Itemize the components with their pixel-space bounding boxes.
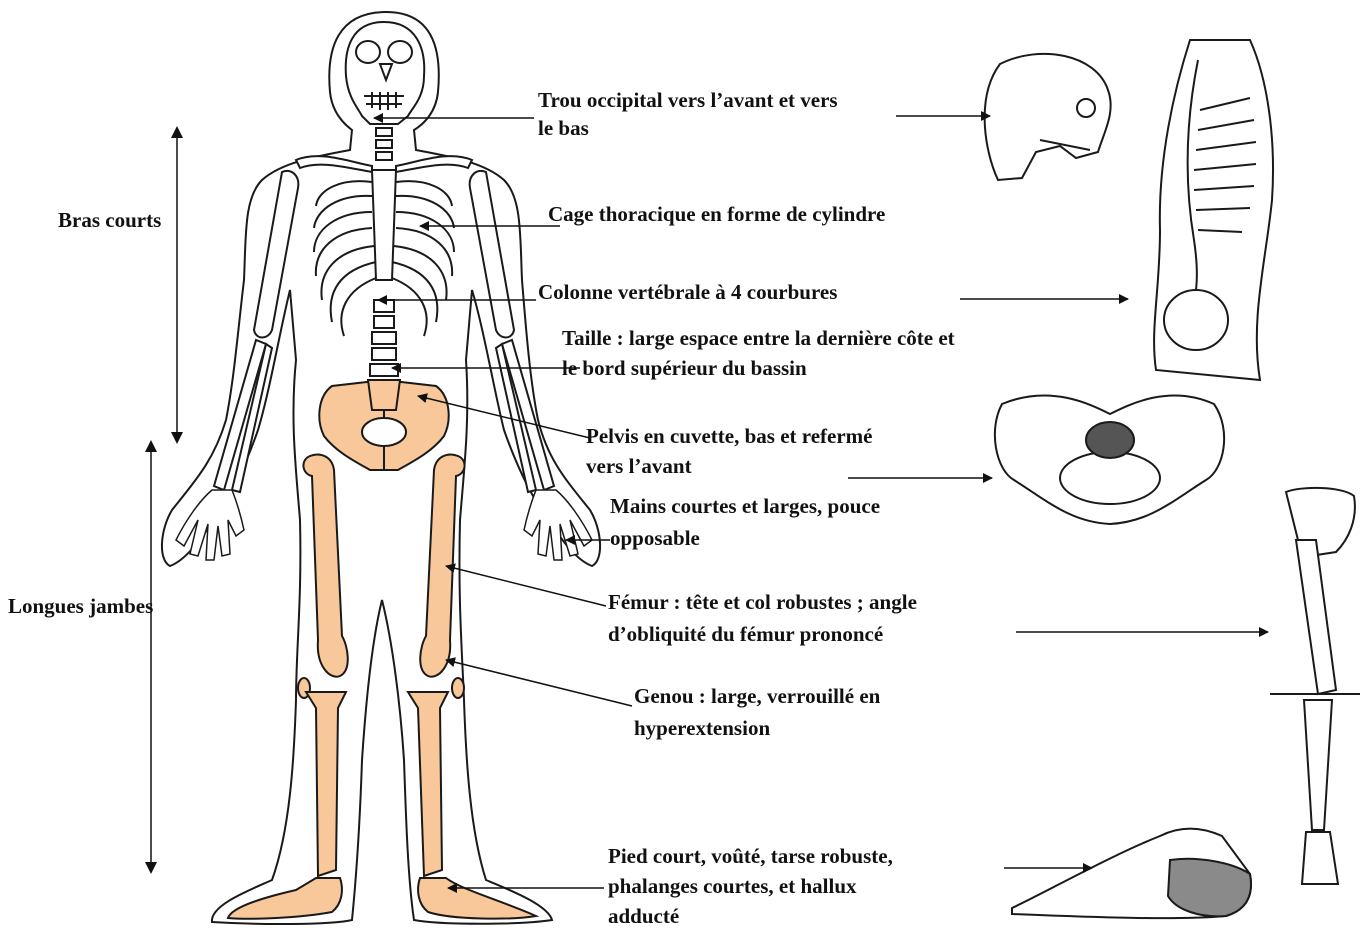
label-longues-jambes: Longues jambes	[8, 592, 153, 620]
label-cage-thoracique: Cage thoracique en forme de cylindre	[548, 200, 885, 228]
label-colonne: Colonne vertébrale à 4 courbures	[538, 278, 837, 306]
label-taille-line2: le bord supérieur du bassin	[562, 354, 807, 382]
leg-illustration	[1270, 488, 1360, 884]
hands	[176, 490, 592, 560]
label-genou-line1: Genou : large, verrouillé en	[634, 682, 880, 710]
skull	[346, 22, 425, 124]
label-pelvis-line2: vers l’avant	[586, 452, 692, 480]
label-femur-line1: Fémur : tête et col robustes ; angle	[608, 588, 917, 616]
label-pelvis-line1: Pelvis en cuvette, bas et refermé	[586, 422, 873, 450]
label-pied-line3: adducté	[608, 902, 679, 930]
label-bras-courts: Bras courts	[58, 206, 161, 234]
label-pied-line2: phalanges courtes, et hallux	[608, 872, 857, 900]
spine-side-illustration	[1154, 40, 1273, 380]
label-femur-line2: d’obliquité du fémur prononcé	[608, 620, 883, 648]
label-taille-line1: Taille : large espace entre la dernière …	[562, 324, 955, 352]
femurs	[303, 455, 464, 677]
foot-illustration	[1012, 829, 1251, 919]
skull-side-illustration	[985, 54, 1111, 180]
label-mains-line2: opposable	[610, 524, 700, 552]
tibias	[306, 692, 448, 876]
label-genou-line2: hyperextension	[634, 714, 770, 742]
label-mains-line1: Mains courtes et larges, pouce	[610, 492, 880, 520]
label-trou-occipital-line2: le bas	[538, 114, 589, 142]
pelvis	[319, 380, 448, 470]
pelvis-illustration	[995, 395, 1224, 524]
label-trou-occipital-line1: Trou occipital vers l’avant et vers	[538, 86, 838, 114]
feet	[228, 878, 536, 919]
label-pied-line1: Pied court, voûté, tarse robuste,	[608, 842, 893, 870]
